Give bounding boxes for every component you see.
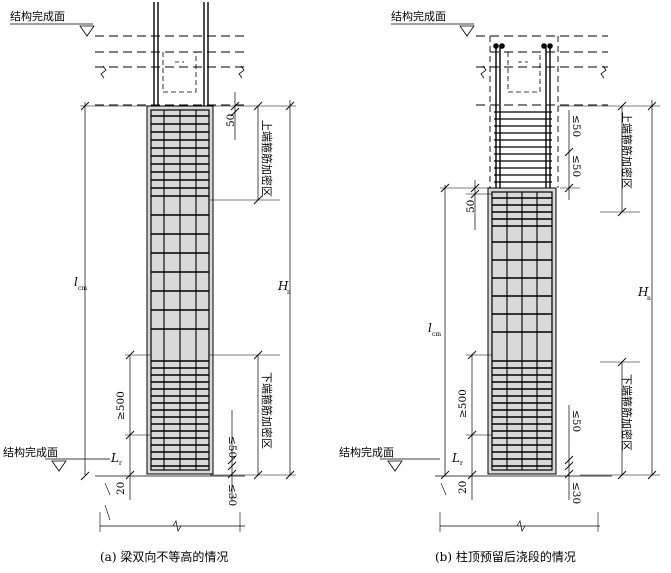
sym-lcm-a: l: [74, 275, 78, 289]
dim-le30-a: ≤30: [226, 484, 238, 506]
upper-zone-label-a: 上端箍筋加密区: [260, 120, 274, 197]
floor-slope-b: [440, 482, 447, 496]
bar-end-b1: [493, 43, 499, 49]
dim-20-a: 20: [115, 482, 127, 495]
lower-zone-label-b: 下端箍筋加密区: [620, 374, 634, 451]
stirrups-b: [492, 197, 552, 467]
tick-a10: [227, 469, 237, 479]
top-stirrup-dashed-a: [162, 52, 197, 93]
tick-a11: [285, 101, 295, 111]
top-stirrup-dashed-b: [507, 52, 541, 93]
level-marker-top-b: [459, 25, 475, 37]
bar-end-b4: [547, 43, 553, 49]
tick-a8: [227, 455, 237, 465]
sym-hn-a: H: [277, 279, 289, 293]
tick-a9: [227, 461, 237, 471]
floor-slope-a: [104, 482, 111, 496]
dim-ge500-a: ≥500: [115, 391, 127, 420]
sym-hn-b: H: [637, 285, 649, 299]
tick-b13: [647, 101, 657, 111]
sym-lr-b: L: [451, 451, 460, 465]
tick-a1: [80, 101, 90, 111]
dim-ge500-b: ≥500: [457, 389, 469, 418]
dim-50-top-b: 50: [465, 200, 477, 213]
tick-b3: [470, 183, 480, 193]
break-mark-r-a: [238, 65, 245, 79]
tick-a7: [230, 107, 240, 117]
tick-b8: [564, 147, 574, 157]
break-mark-r-b: [600, 65, 607, 79]
tick-a2: [80, 471, 90, 481]
level-marker-top-a: [79, 25, 95, 37]
sym-lr-a: L: [110, 451, 119, 465]
sym-lr-sub-a: r: [119, 460, 122, 467]
top-finish-label-a: 结构完成面: [10, 9, 65, 23]
drawing-b: 结构完成面 结构完成面: [339, 9, 660, 532]
tick-b11: [564, 461, 574, 471]
sym-lcm-sub-a: cm: [78, 285, 87, 292]
caption-b: (b) 柱顶预留后浇段的情况: [435, 549, 576, 564]
bottom-dim-break-b: [516, 520, 526, 532]
sym-lcm-b: l: [428, 321, 432, 335]
caption-a: (a) 梁双向不等高的情况: [100, 549, 228, 564]
dim-20-b: 20: [457, 481, 469, 494]
bottom-finish-label-b: 结构完成面: [339, 445, 394, 459]
dim-le50-a: ≤50: [226, 436, 238, 458]
tick-b14: [647, 470, 657, 480]
dim-le50-c-b: ≤50: [570, 410, 582, 432]
break-mark-l-a: [100, 65, 107, 79]
tick-a12: [285, 470, 295, 480]
stirrups-a: [151, 115, 209, 467]
dim-le50-a-b: ≤50: [570, 115, 582, 137]
stirrups-b-top: [494, 111, 552, 183]
tick-b10: [564, 455, 574, 465]
sym-lr-sub-b: r: [460, 460, 463, 467]
bottom-finish-label-a: 结构完成面: [3, 445, 58, 459]
level-marker-bottom-b: [387, 460, 403, 472]
tick-b15: [617, 101, 627, 111]
bar-end-b3: [541, 43, 547, 49]
sym-hn-sub-a: n: [287, 289, 291, 296]
break-mark-l-b: [480, 65, 487, 79]
dim-50-top-a: 50: [225, 114, 237, 127]
drawing-a: 结构完成面 结构完成面: [3, 2, 296, 532]
tick-b12: [564, 469, 574, 479]
bottom-dim-break-a: [172, 520, 182, 532]
dim-le50-b-b: ≤50: [570, 155, 582, 177]
tick-b18: [617, 470, 627, 480]
sym-lcm-sub-b: cm: [432, 331, 441, 338]
sym-hn-sub-b: n: [647, 295, 651, 302]
top-finish-label-b: 结构完成面: [391, 9, 446, 23]
dim-le30-b: ≤30: [570, 482, 582, 504]
tick-a16: [253, 470, 263, 480]
tick-b2: [440, 470, 450, 480]
postcast-outline-b: [489, 36, 559, 188]
lower-zone-label-a: 下端箍筋加密区: [260, 372, 274, 449]
upper-zone-label-b: 上端箍筋加密区: [620, 112, 634, 189]
level-marker-bottom-a: [51, 460, 67, 472]
bar-end-b2: [499, 43, 505, 49]
tick-a13: [253, 101, 263, 111]
floor-slope-a2: [104, 504, 111, 521]
